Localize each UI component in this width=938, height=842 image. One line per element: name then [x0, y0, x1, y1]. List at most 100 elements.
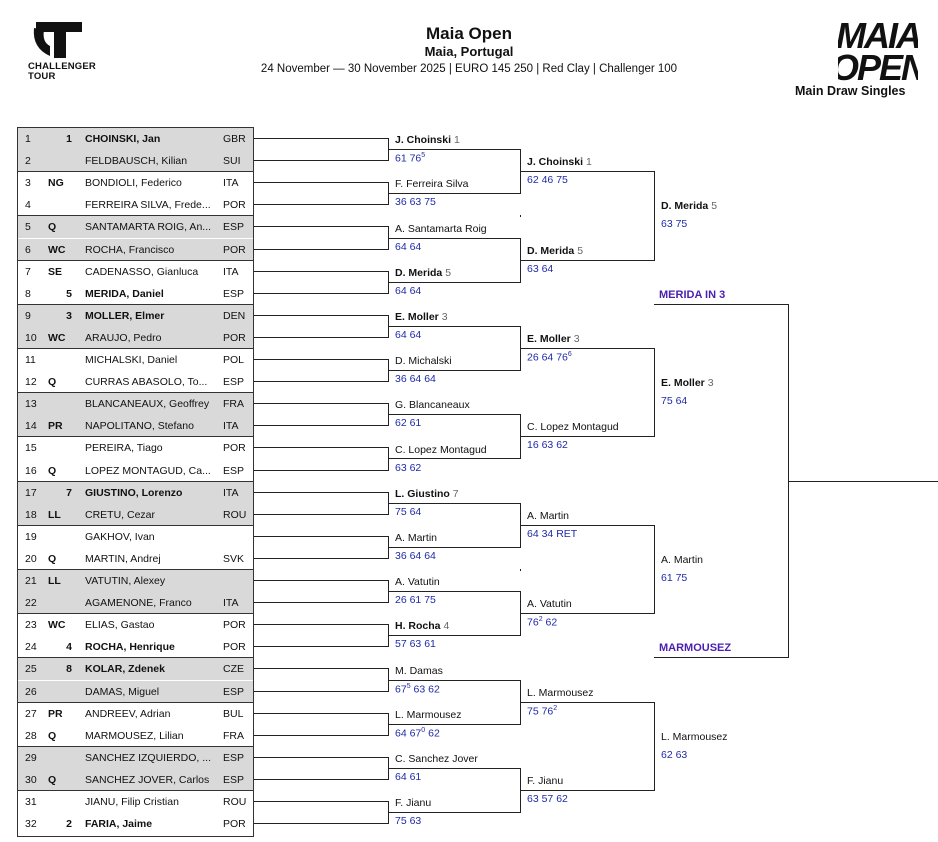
bracket-line	[254, 182, 389, 206]
player-name: MERIDA, Daniel	[85, 287, 164, 300]
bracket-line	[388, 325, 521, 372]
player-nationality: CZE	[223, 663, 244, 676]
match-score: 64 670 62	[395, 726, 440, 740]
draw-label: Main Draw Singles	[795, 84, 906, 98]
draw-position: 19	[25, 530, 37, 543]
match-score: 36 63 75	[395, 196, 436, 209]
draw-position: 14	[25, 420, 37, 433]
draw-position: 23	[25, 619, 37, 632]
player-nationality: ROU	[223, 796, 247, 808]
player-name: CADENASSO, Gianluca	[85, 265, 199, 278]
entry-status: Q	[48, 464, 57, 477]
player-name: SANTAMARTA ROIG, An...	[85, 221, 212, 234]
player-name: ELIAS, Gastao	[85, 619, 155, 632]
match-score: 762 62	[527, 616, 558, 629]
bracket-line	[254, 712, 389, 736]
finalist-top: MERIDA IN 3	[659, 288, 726, 301]
winner-name: D. Merida 5	[395, 266, 452, 279]
player-nationality: ESP	[223, 221, 245, 234]
seed-number: 4	[66, 641, 72, 654]
bracket-line	[388, 414, 521, 460]
player-name: MICHALSKI, Daniel	[85, 354, 178, 366]
bracket-line	[388, 591, 521, 637]
winner-name: L. Marmousez	[395, 708, 462, 721]
player-name: GIUSTINO, Lorenzo	[85, 486, 183, 499]
player-nationality: ROU	[223, 508, 247, 521]
draw-position: 7	[25, 265, 31, 278]
seed-number: 1	[66, 133, 72, 145]
finalist-bottom: MARMOUSEZ	[659, 642, 732, 655]
maia-open-logo: MAIA OPEN	[831, 14, 930, 88]
player-nationality: POR	[223, 619, 246, 632]
winner-name: H. Rocha 4	[395, 620, 450, 633]
player-nationality: ESP	[223, 685, 245, 698]
match-score: 63 75	[661, 218, 688, 231]
player-nationality: FRA	[223, 398, 244, 411]
player-nationality: ITA	[223, 486, 239, 499]
winner-name: F. Jianu	[395, 797, 432, 810]
winner-name: J. Choinski 1	[395, 134, 460, 147]
bracket-line	[254, 270, 389, 294]
bracket-line	[254, 624, 389, 648]
player-nationality: POR	[223, 331, 246, 344]
player-name: SANCHEZ IZQUIERDO, ...	[85, 751, 212, 764]
match-score: 64 34 RET	[527, 527, 578, 540]
bracket-line	[388, 149, 521, 195]
bracket-line	[520, 701, 655, 791]
player-nationality: GBR	[223, 133, 246, 145]
draw-position: 8	[25, 287, 31, 300]
bracket-line	[520, 524, 655, 615]
seed-number: 5	[66, 287, 72, 300]
match-score: 63 57 62	[527, 793, 568, 805]
player-name: CHOINSKI, Jan	[85, 133, 161, 145]
winner-name: D. Michalski	[395, 355, 452, 368]
match-score: 75 762	[527, 704, 558, 718]
bracket-line	[254, 226, 389, 250]
player-name: MARMOUSEZ, Lilian	[85, 729, 184, 742]
winner-name: M. Damas	[395, 664, 443, 677]
player-name: LOPEZ MONTAGUD, Ca...	[85, 464, 211, 477]
draw-position: 4	[25, 199, 31, 212]
match-score: 75 64	[661, 395, 688, 408]
entry-status: NG	[48, 177, 64, 190]
bracket-line	[520, 215, 521, 218]
draw-position: 2	[25, 155, 31, 168]
winner-name: L. Marmousez	[661, 730, 728, 743]
atp-caption-line-1: CHALLENGER	[28, 61, 96, 72]
player-nationality: ESP	[223, 773, 245, 786]
entry-status: SE	[48, 265, 63, 278]
match-score: 64 64	[395, 240, 422, 253]
player-name: ARAUJO, Pedro	[85, 331, 162, 344]
bracket-line	[254, 359, 389, 383]
draw-position: 28	[25, 729, 37, 742]
entry-status: Q	[48, 221, 57, 234]
match-score: 64 64	[395, 284, 422, 297]
match-score: 26 61 75	[395, 594, 436, 607]
match-score: 57 63 61	[395, 638, 436, 651]
winner-name: J. Choinski 1	[527, 156, 592, 169]
bracket-line	[388, 679, 521, 725]
match-score: 26 64 766	[527, 351, 572, 364]
match-score: 61 765	[395, 152, 426, 165]
winner-name: A. Santamarta Roig	[395, 222, 487, 235]
winner-name: E. Moller 3	[395, 310, 448, 323]
bracket-line	[254, 491, 389, 515]
draw-position: 9	[25, 309, 31, 322]
match-score: 62 61	[395, 417, 422, 430]
